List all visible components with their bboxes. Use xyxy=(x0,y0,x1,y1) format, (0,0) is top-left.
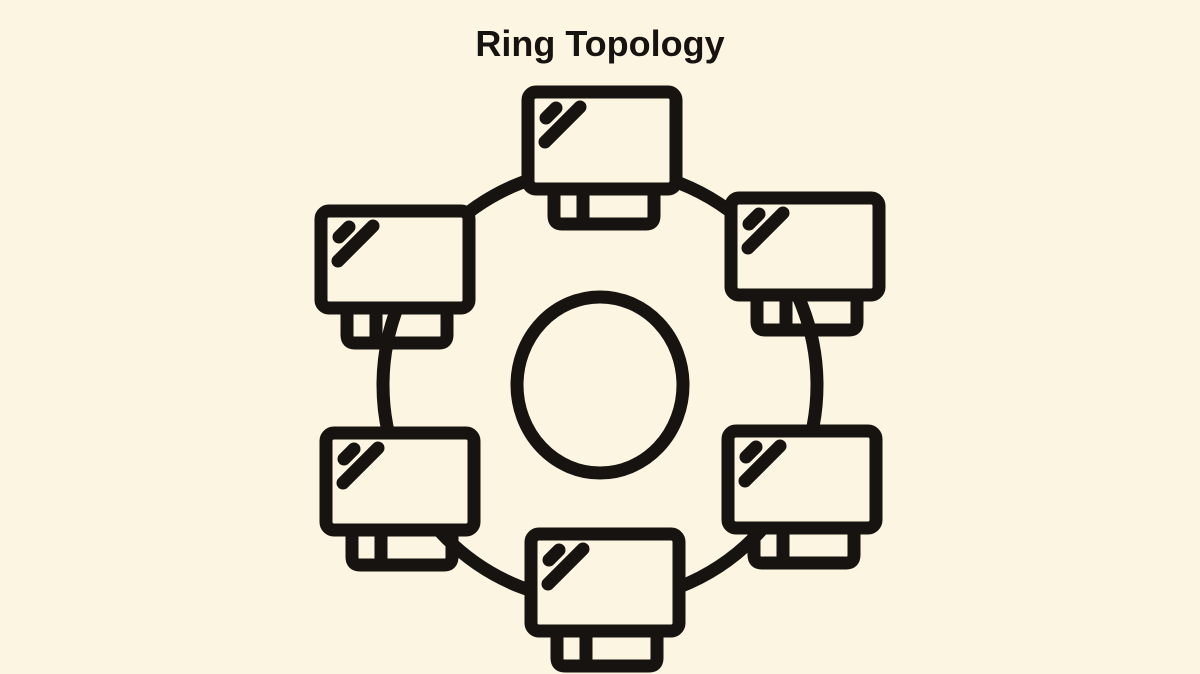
center-circle-icon xyxy=(510,290,690,480)
page-title: Ring Topology xyxy=(475,23,724,64)
